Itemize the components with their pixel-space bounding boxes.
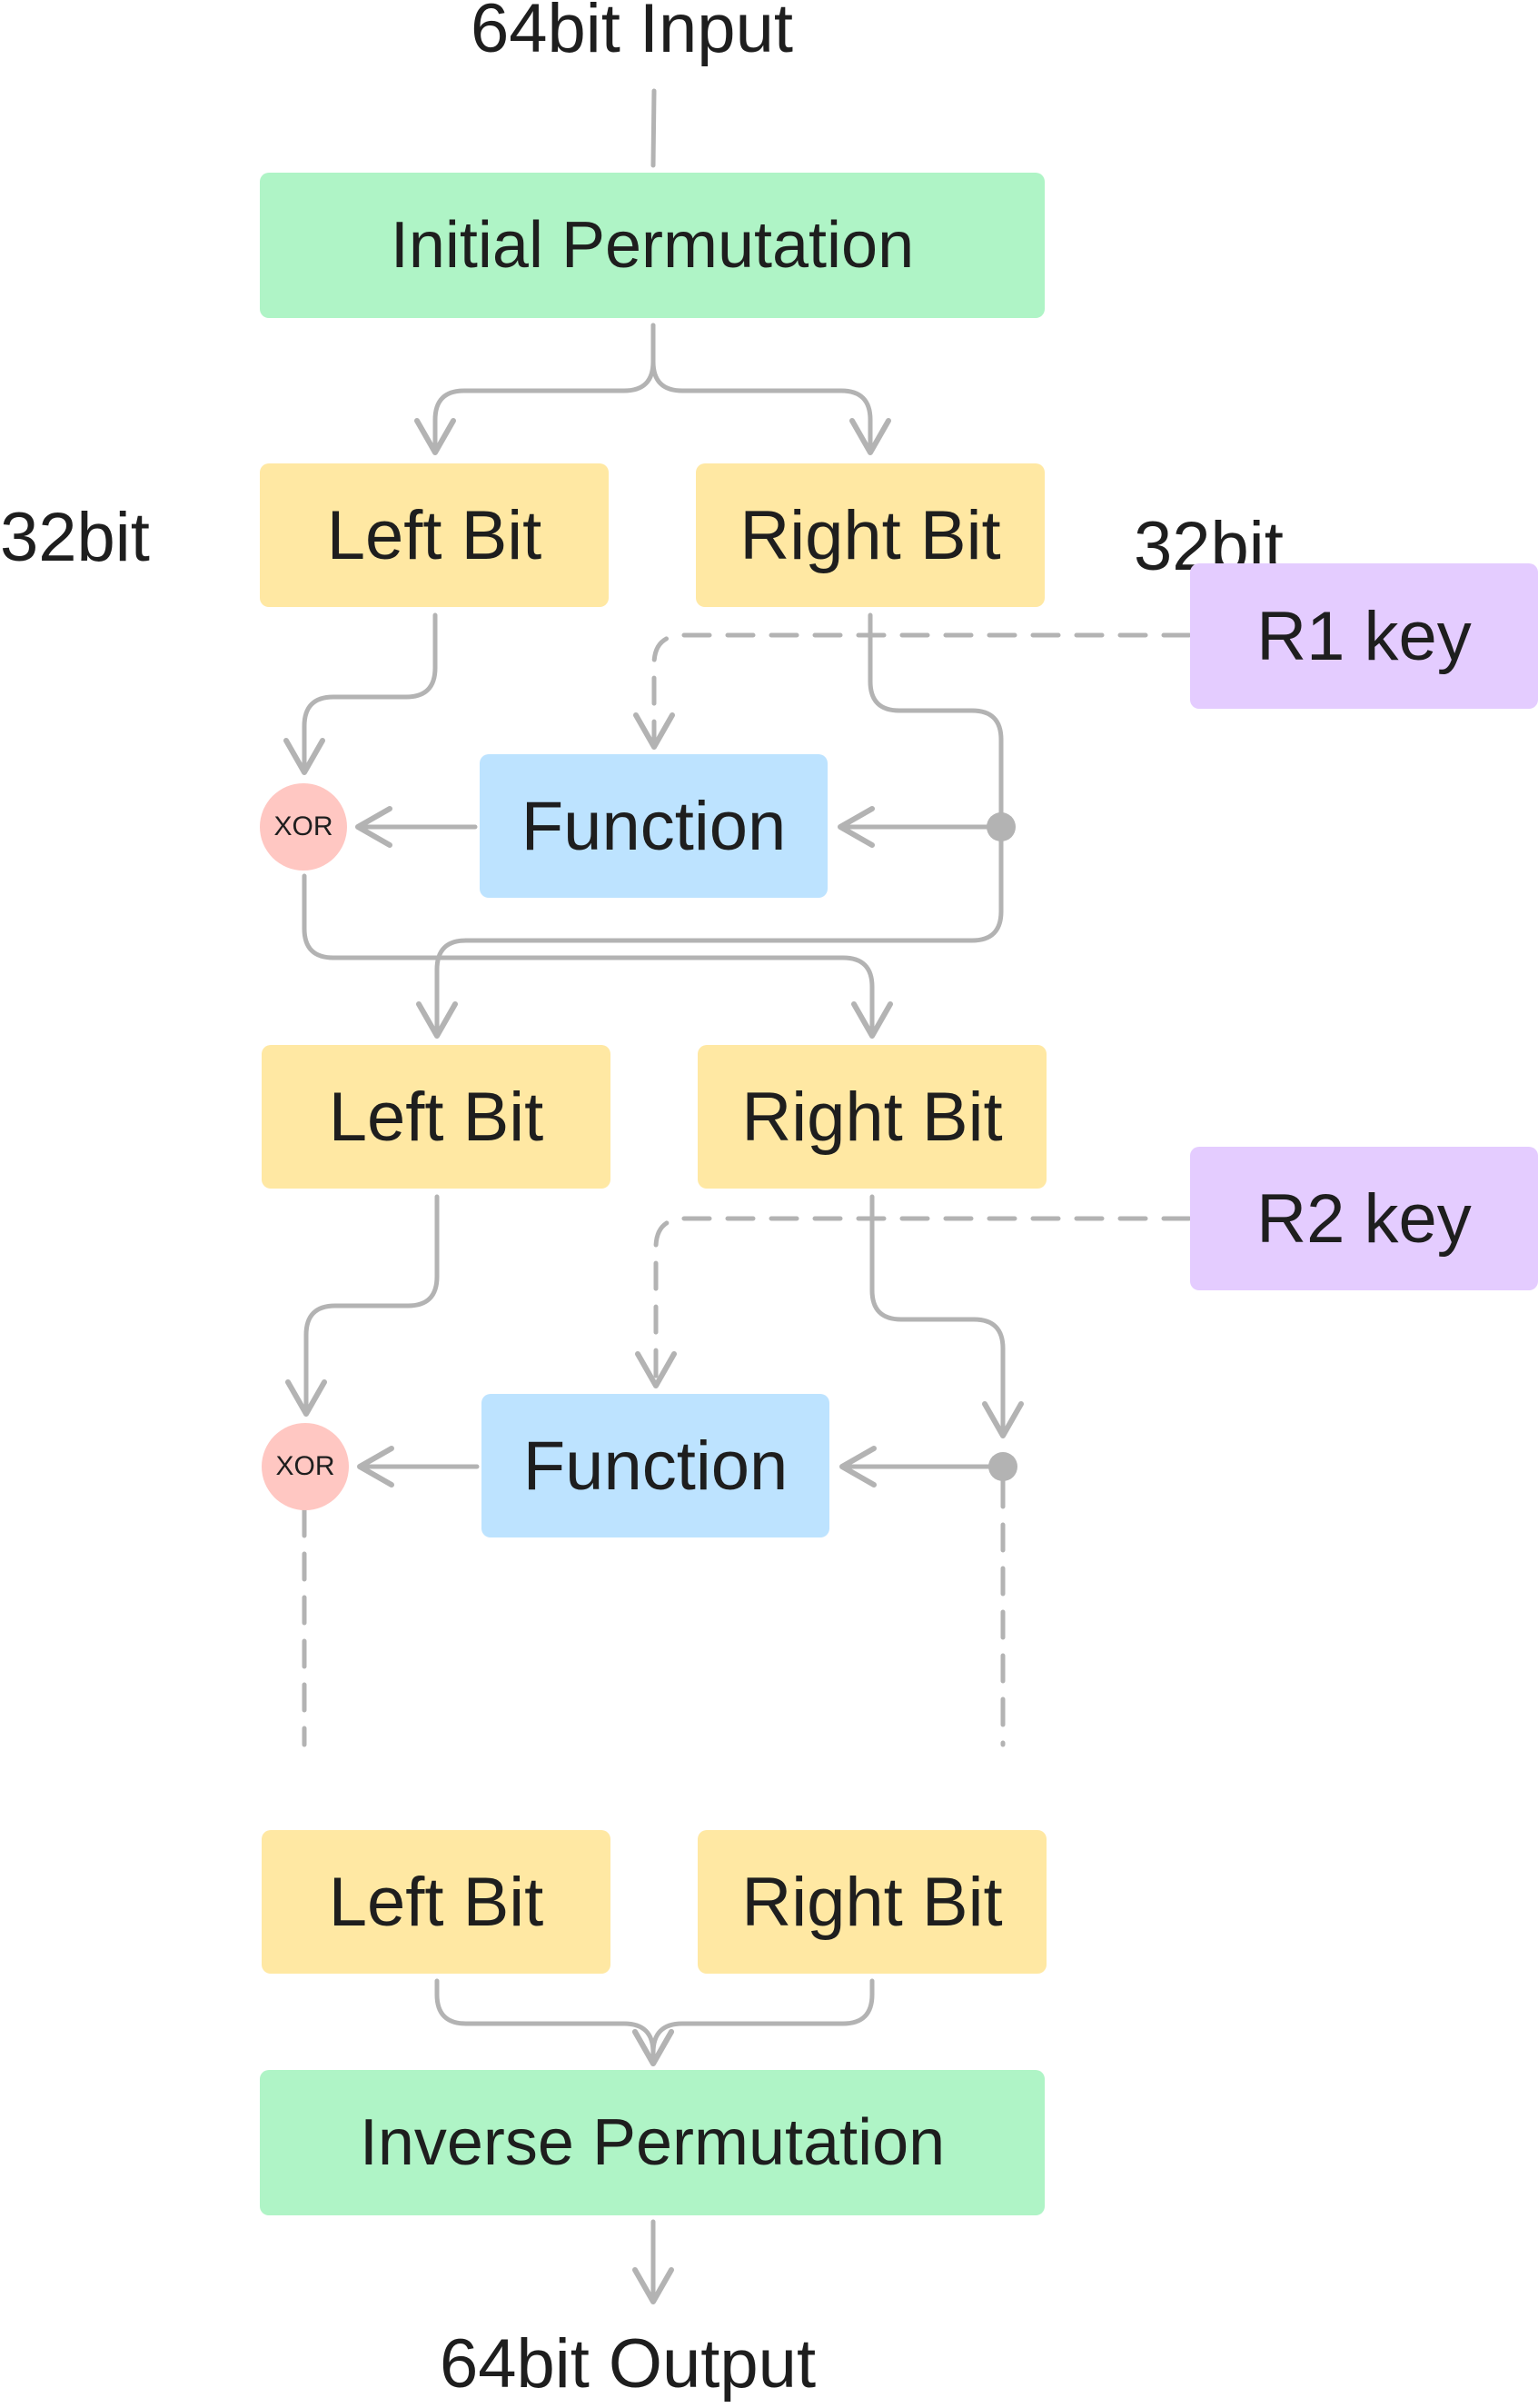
xor1-to-right2 <box>302 873 893 1039</box>
junction-dot-1 <box>987 812 1016 841</box>
split-to-right-1 <box>650 323 891 455</box>
right-bit-box-round-2: Right Bit <box>698 1045 1047 1189</box>
left-bit-box-final: Left Bit <box>262 1830 610 1974</box>
final-merge-left <box>434 1978 674 2066</box>
right2-to-dot2 <box>869 1194 1024 1438</box>
right-bit-box-round-1: Right Bit <box>696 463 1045 607</box>
input-line <box>650 88 657 168</box>
initial-permutation-box: Initial Permutation <box>260 173 1045 318</box>
left-bit-box-round-1: Left Bit <box>260 463 609 607</box>
right-bit-box-final: Right Bit <box>698 1830 1047 1974</box>
final-merge-right <box>632 1978 875 2066</box>
key2-line <box>635 1216 1192 1388</box>
xor-node-round-2: XOR <box>262 1423 349 1510</box>
function-box-round-2: Function <box>481 1394 829 1537</box>
left1-to-xor1 <box>283 612 438 775</box>
input-label: 64bit Input <box>471 0 793 67</box>
split-to-left-1 <box>414 323 656 455</box>
round-1-key-box: R1 key <box>1190 563 1538 709</box>
left-bit-box-round-2: Left Bit <box>262 1045 610 1189</box>
output-label: 64bit Output <box>440 2325 817 2403</box>
junction-dot-2 <box>988 1452 1017 1481</box>
key1-line <box>633 632 1192 750</box>
right1-to-dot1 <box>868 612 1004 830</box>
round-2-key-box: R2 key <box>1190 1147 1538 1290</box>
xor-node-round-1: XOR <box>260 783 347 871</box>
left-width-label: 32bit <box>0 499 150 576</box>
left2-to-xor2 <box>285 1194 440 1417</box>
inverse-permutation-box: Inverse Permutation <box>260 2070 1045 2215</box>
function-box-round-1: Function <box>480 754 828 898</box>
